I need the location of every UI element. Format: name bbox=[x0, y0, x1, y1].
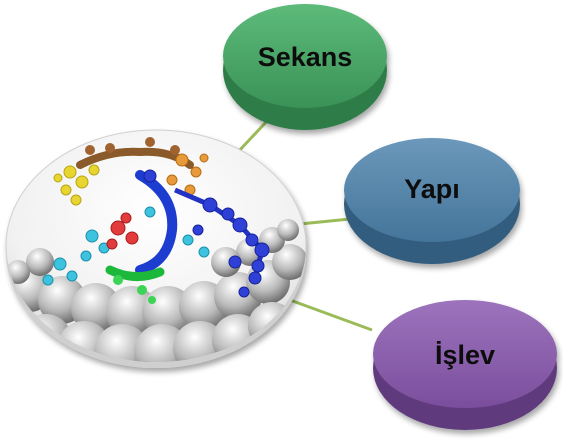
blue-atoms bbox=[143, 169, 270, 298]
green-atoms bbox=[113, 275, 156, 304]
connector-yapi bbox=[299, 217, 351, 226]
node-sekans-label: Sekans bbox=[258, 42, 353, 72]
orange-atoms bbox=[166, 153, 209, 196]
node-yapi-label: Yapı bbox=[404, 174, 460, 204]
blue-helix bbox=[135, 170, 178, 275]
brown-atoms bbox=[85, 137, 180, 155]
node-sekans[interactable]: Sekans bbox=[223, 4, 387, 130]
protein-structure-image bbox=[5, 129, 307, 368]
connector-islev bbox=[289, 298, 373, 332]
cyan-atoms bbox=[42, 206, 210, 286]
node-islev[interactable]: İşlev bbox=[373, 300, 557, 430]
node-islev-label: İşlev bbox=[435, 340, 495, 370]
node-yapi[interactable]: Yapı bbox=[344, 138, 520, 264]
connector-sekans bbox=[236, 118, 270, 154]
red-atoms bbox=[106, 212, 139, 250]
green-strand bbox=[105, 265, 165, 281]
yellow-atoms bbox=[53, 164, 100, 206]
connectors bbox=[236, 118, 373, 332]
